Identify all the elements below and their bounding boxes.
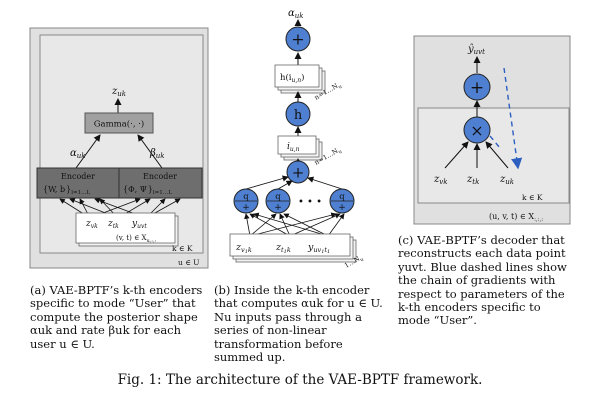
i-stack-front xyxy=(277,135,317,155)
q-to-sum-arrows xyxy=(245,175,343,190)
svg-text:q: q xyxy=(243,192,249,202)
figure-caption: Fig. 1: The architecture of the VAE-BPTF… xyxy=(117,372,483,388)
mid-sum-node xyxy=(286,160,310,184)
k-plate-label: k ∈ K xyxy=(172,244,193,253)
beta-uk-label: βuk xyxy=(149,148,165,160)
input-stack-front xyxy=(229,233,351,257)
svg-text:q: q xyxy=(339,192,345,202)
svg-text:+: + xyxy=(242,203,250,213)
factor-to-product-arrows xyxy=(444,141,509,169)
encoder-beta-params: {Φ, Ψ}l=1…L xyxy=(123,185,172,196)
svg-text:+: + xyxy=(338,203,346,213)
decoder-sum-symbol: + xyxy=(470,78,484,98)
top-sum-symbol: + xyxy=(291,30,304,49)
z-uk-output: zuk xyxy=(111,86,126,98)
q-node-1: q + xyxy=(233,188,259,214)
k-plate-label: k ∈ K xyxy=(522,193,543,202)
panel-c: ŷuvt + × zvk ztk zuk k ∈ K (u, v, t) xyxy=(413,35,571,225)
encoder-alpha-params: {W, b}l=1…L xyxy=(43,185,91,196)
encoder-alpha-title: Encoder xyxy=(61,172,95,181)
inputs-plate xyxy=(75,212,176,244)
input-z-v1k: zv1k xyxy=(235,242,252,255)
inner-plate-k xyxy=(417,107,570,204)
y-hat-output: ŷuvt xyxy=(467,44,485,56)
q-node-2: q + xyxy=(265,188,291,214)
factor-z-tk: ztk xyxy=(466,174,479,186)
encoder-alpha-box xyxy=(36,167,120,199)
factor-z-vk: zvk xyxy=(433,174,447,186)
gradient-chain-dashed xyxy=(489,67,523,170)
beta-to-gamma-arrow xyxy=(137,134,163,169)
caption-panel-c: (c) VAE-BPTF’s decoder that reconstructs… xyxy=(398,233,567,328)
input-z-vk: zvk xyxy=(85,219,98,230)
encoder-beta-box xyxy=(118,167,203,199)
gamma-label: Gamma(·, ·) xyxy=(94,119,145,130)
u-plate-label: u ∈ U xyxy=(178,258,199,267)
caption-panel-b: (b) Inside the k-th encoder that compute… xyxy=(214,283,383,365)
mid-sum-symbol: + xyxy=(292,164,305,182)
panel-b: αuk + h(iu,n) n=1…Nu h iu,n n=1…Nu xyxy=(229,8,366,270)
input-y-uvt: yuvt xyxy=(131,219,147,230)
h-stack-label: h(iu,n) xyxy=(280,72,304,84)
uvt-plate-label: (u, v, t) ∈ X:,:,: xyxy=(489,212,543,223)
decoder-product-symbol: × xyxy=(470,121,483,140)
input-y-uv1t1: yuv1t1 xyxy=(307,242,330,255)
gamma-distribution-box xyxy=(84,112,154,134)
encoder-beta-title: Encoder xyxy=(143,172,177,181)
alpha-uk-output: αuk xyxy=(288,8,304,20)
h-stack-front xyxy=(274,64,320,88)
panel-a: zuk Gamma(·, ·) αuk βuk Encoder {W, b}l=… xyxy=(29,27,209,269)
q-nodes-ellipsis: • • • xyxy=(298,197,322,208)
caption-panel-a: (a) VAE-BPTF’s k-th encoders specific to… xyxy=(30,283,203,351)
svg-text:+: + xyxy=(274,203,282,213)
input-z-t1k: zt1k xyxy=(275,242,291,255)
factor-z-uk: zuk xyxy=(499,174,514,186)
h-activation-label: h xyxy=(294,108,303,123)
svg-text:q: q xyxy=(275,192,281,202)
alpha-to-gamma-arrow xyxy=(75,134,101,169)
i-stack-label: iu,n xyxy=(287,142,300,153)
top-sum-node xyxy=(285,26,311,52)
input-z-tk: ztk xyxy=(107,219,119,230)
alpha-uk-label: αuk xyxy=(70,148,86,160)
q-node-n: q + xyxy=(329,188,355,214)
inputs-set-label: (v, t) ∈ Xu,:,: xyxy=(116,234,157,244)
input-to-q-arrows xyxy=(244,212,345,237)
